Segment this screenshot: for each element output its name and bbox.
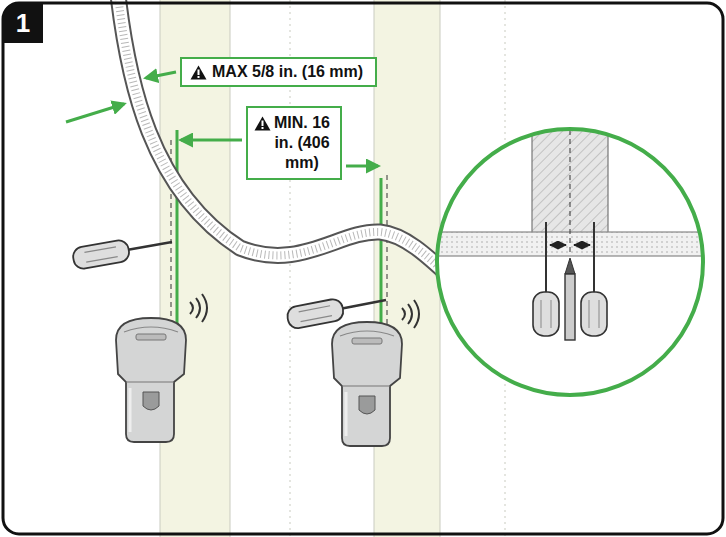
step-number: 1 bbox=[3, 3, 43, 43]
step-number: 1 bbox=[16, 8, 30, 39]
signal-waves bbox=[402, 300, 419, 328]
inset-ring bbox=[437, 129, 703, 395]
leader-arrow bbox=[346, 165, 378, 168]
stud-finder bbox=[116, 318, 186, 442]
signal-waves bbox=[190, 294, 207, 322]
detail-inset bbox=[425, 110, 725, 395]
dimension-box: MIN. 16 in. (406 mm) bbox=[246, 106, 342, 180]
dimension-label: MAX 5/8 in. (16 mm) bbox=[212, 62, 363, 82]
warning-icon bbox=[254, 116, 271, 131]
leader-arrow bbox=[181, 139, 242, 142]
leader-arrow bbox=[66, 104, 124, 122]
dimension-box: MAX 5/8 in. (16 mm) bbox=[180, 57, 377, 87]
leader-arrow bbox=[146, 72, 176, 78]
panel-frame bbox=[3, 3, 723, 534]
stud-finder bbox=[332, 322, 402, 446]
warning-icon bbox=[190, 65, 207, 80]
dimension-label: MIN. 16 in. (406 mm) bbox=[270, 113, 334, 173]
screwdriver bbox=[72, 231, 174, 270]
